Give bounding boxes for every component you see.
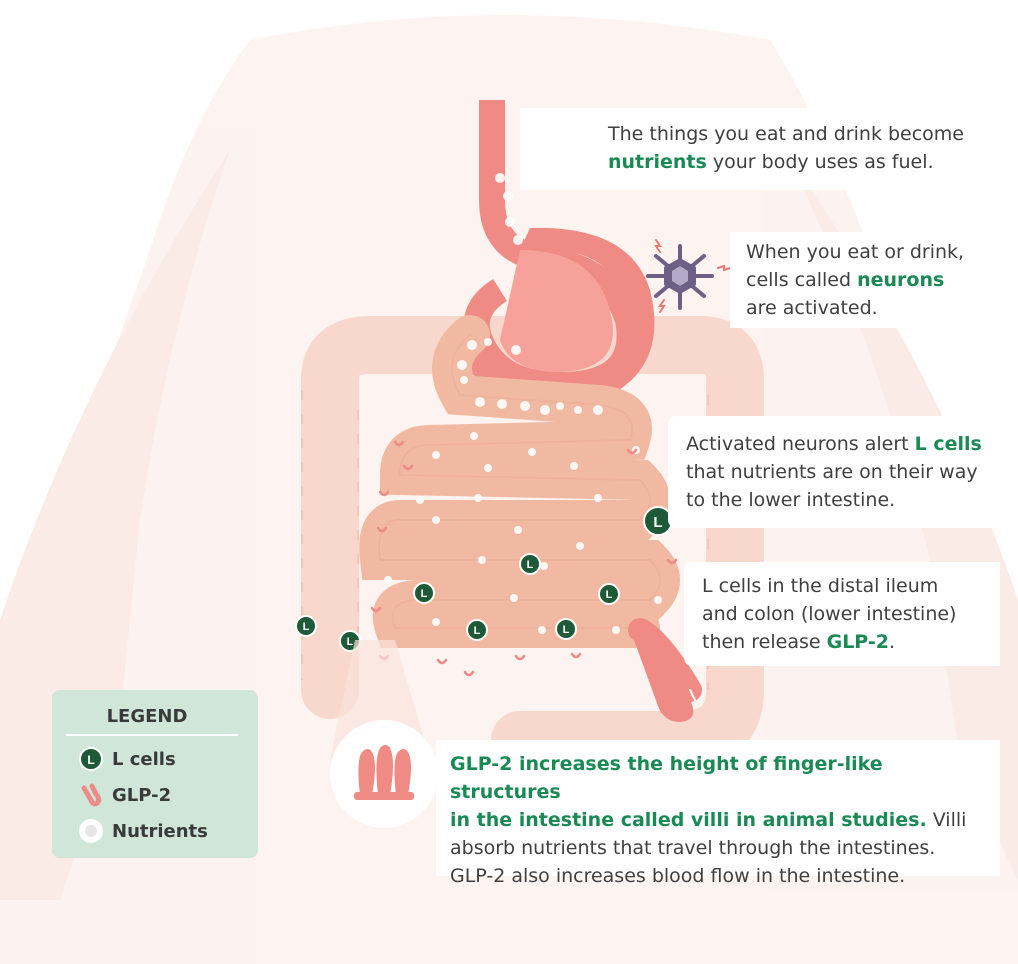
highlight-villi-2: in the intestine called villi in animal … [450, 809, 927, 831]
l-cell-icon: L [79, 747, 103, 771]
highlight-nutrients: nutrients [608, 151, 707, 173]
colon [301, 316, 764, 769]
callout-text: that nutrients are on their way [686, 461, 978, 483]
svg-text:L: L [527, 559, 534, 571]
l-cell-marker: L [413, 582, 435, 604]
legend-item-l-cells: L L cells [78, 746, 176, 772]
legend-label: L cells [112, 748, 176, 770]
nutrient-dots [384, 173, 662, 634]
legend: LEGEND L L cells GLP-2 Nutrients [52, 690, 258, 858]
legend-label: GLP-2 [112, 784, 172, 806]
l-cell-markers: L L L L L L L L [295, 506, 673, 652]
callout-lcells: Activated neurons alert L cells that nut… [668, 416, 1000, 528]
svg-text:L: L [421, 588, 428, 600]
nutrient-icon [79, 819, 103, 843]
l-cell-marker: L [295, 615, 317, 637]
callout-villi: GLP-2 increases the height of finger-lik… [436, 740, 1000, 887]
l-cell-marker: L [466, 619, 488, 641]
callout-text: L cells in the distal ileum [702, 575, 939, 597]
callout-text: absorb nutrients that travel through the… [450, 837, 936, 859]
svg-text:L: L [303, 621, 310, 633]
callout-text: The things you eat and drink become [608, 123, 964, 145]
callout-text: When you eat or drink, [746, 241, 965, 263]
svg-text:L: L [474, 625, 481, 637]
callout-text: GLP-2 also increases blood flow in the i… [450, 865, 906, 887]
callout-neurons: When you eat or drink, cells called neur… [730, 232, 1018, 328]
callout-text: Villi [926, 809, 967, 831]
highlight-lcells: L cells [914, 433, 982, 455]
svg-text:L: L [653, 514, 662, 531]
callout-text: cells called [746, 269, 858, 291]
legend-item-glp2: GLP-2 [78, 782, 171, 808]
callout-release: L cells in the distal ileum and colon (l… [684, 562, 1000, 666]
ileum-end [634, 628, 694, 722]
legend-title: LEGEND [106, 706, 188, 727]
villi-icon [330, 720, 438, 828]
svg-text:L: L [606, 589, 613, 601]
callout-nutrients: The things you eat and drink become nutr… [520, 108, 1018, 190]
highlight-glp2: GLP-2 [826, 631, 889, 653]
legend-label: Nutrients [112, 820, 208, 842]
highlight-neurons: neurons [857, 269, 945, 291]
svg-text:L: L [87, 753, 94, 767]
callout-text: are activated. [746, 297, 878, 319]
callout-text: and colon (lower intestine) [702, 603, 957, 625]
glp2-molecules [370, 440, 678, 677]
callout-text: Activated neurons alert [686, 433, 915, 455]
callout-text: to the lower intestine. [686, 489, 896, 511]
highlight-villi-1: GLP-2 increases the height of finger-lik… [450, 753, 883, 803]
callout-text: . [889, 631, 896, 653]
svg-text:L: L [563, 624, 570, 636]
callout-text: then release [702, 631, 827, 653]
svg-text:L: L [347, 636, 354, 648]
l-cell-marker: L [519, 553, 541, 575]
callout-text: your body uses as fuel. [706, 151, 934, 173]
glp2-icon [81, 783, 102, 807]
neuron-icon [646, 239, 731, 313]
l-cell-marker: L [643, 506, 673, 536]
l-cell-marker: L [598, 583, 620, 605]
legend-divider [66, 734, 238, 736]
l-cell-marker: L [555, 618, 577, 640]
legend-item-nutrients: Nutrients [78, 818, 208, 844]
